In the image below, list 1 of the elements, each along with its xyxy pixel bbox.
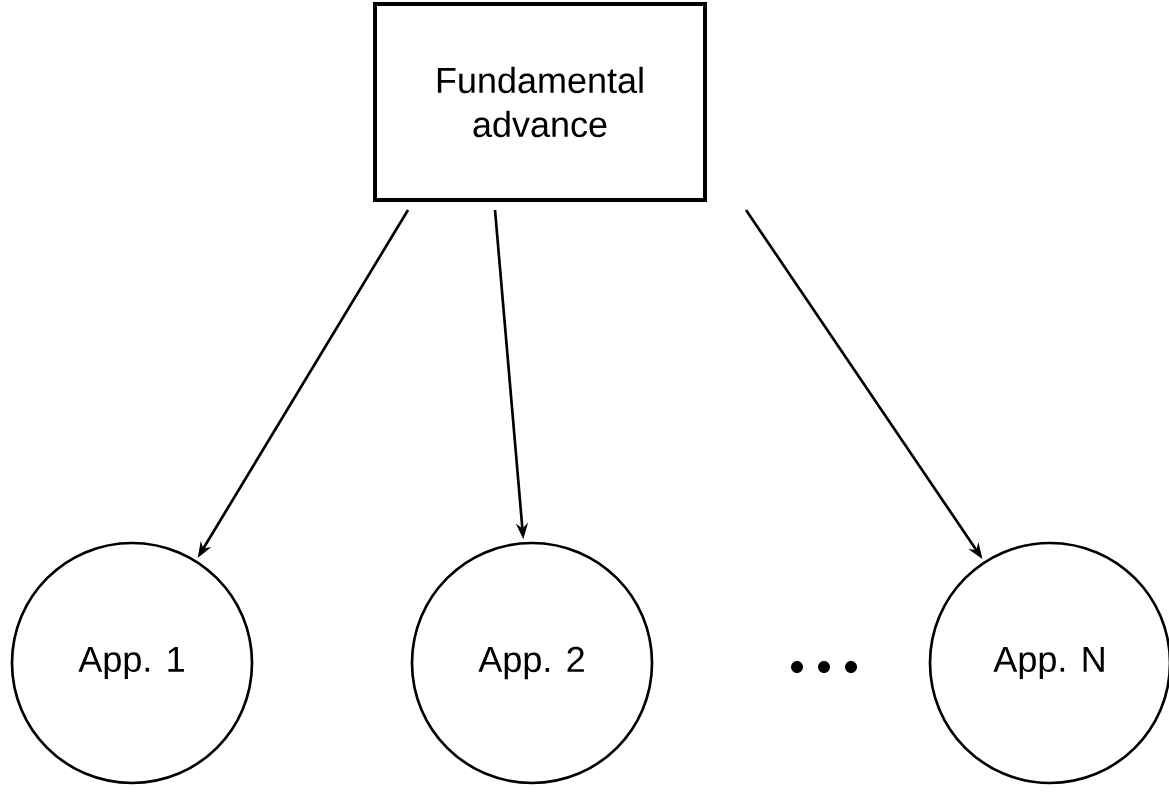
- process-box: Fundamental advance: [373, 2, 707, 202]
